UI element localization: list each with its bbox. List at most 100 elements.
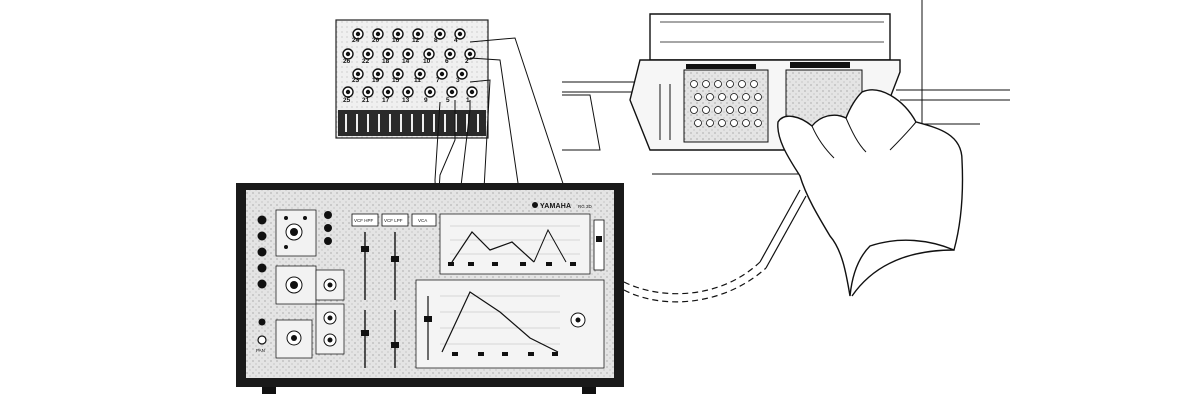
jack-socket-hole: [355, 71, 361, 77]
jack-label: 10: [423, 58, 431, 65]
envelope-panel-lower: [415, 279, 605, 369]
jack-label: 3: [456, 77, 460, 84]
jack-socket-hole: [345, 51, 351, 57]
jack-socket-hole: [405, 89, 411, 95]
cartridge-hole: [730, 93, 738, 101]
jack-label: 7: [436, 77, 440, 84]
pan-knob: [257, 335, 267, 345]
vcf-hpf-label: VCF HPF: [354, 218, 374, 223]
jack-label: 11: [414, 77, 421, 84]
jack-socket-hole: [439, 71, 445, 77]
jack-label: 12: [412, 37, 420, 44]
vcf-lpf-label: VCF LPF: [384, 218, 403, 223]
jack-row-1: [352, 28, 466, 40]
jack-socket-hole: [385, 51, 391, 57]
jack-label: 20: [372, 37, 380, 44]
unit-foot-left: [262, 384, 276, 394]
envelope-panel-upper: [439, 213, 605, 275]
cartridge-hole: [702, 106, 710, 114]
jack-socket-hole: [375, 71, 381, 77]
jack-socket-hole: [459, 71, 465, 77]
cartridge-hole: [750, 106, 758, 114]
jack-label: 19: [372, 77, 380, 84]
jack-socket-hole: [437, 31, 443, 37]
jack-socket-hole: [469, 89, 475, 95]
jack-label: 25: [343, 97, 351, 104]
brand-logo: YAMAHA RG 3D: [532, 202, 593, 210]
jack-label: 17: [382, 97, 390, 104]
jack-label: 23: [352, 77, 360, 84]
cartridge-hole: [690, 106, 698, 114]
jack-label: 18: [382, 58, 390, 65]
jack-label: 21: [362, 97, 370, 104]
cartridge-hole: [750, 80, 758, 88]
cartridge-hole: [694, 119, 702, 127]
jack-socket-hole: [415, 31, 421, 37]
jack-socket-hole: [365, 51, 371, 57]
jack-socket-hole: [395, 31, 401, 37]
jack-row-2: [342, 48, 476, 60]
jack-socket-hole: [345, 89, 351, 95]
jack-row-3: [352, 68, 468, 80]
cartridge-hole: [714, 106, 722, 114]
svg-text:RG 3D: RG 3D: [578, 204, 593, 209]
cartridge-hole: [706, 119, 714, 127]
jack-label: 14: [402, 58, 410, 65]
jack-socket-hole: [426, 51, 432, 57]
cartridge-hole: [718, 93, 726, 101]
jack-row-4: [342, 86, 478, 98]
jack-label: 24: [352, 37, 360, 44]
jack-label: 16: [392, 37, 400, 44]
jack-socket-hole: [417, 71, 423, 77]
jack-label: 8: [434, 37, 438, 44]
jack-label: 2: [465, 58, 469, 65]
jack-socket-hole: [467, 51, 473, 57]
jack-label: 4: [454, 37, 458, 44]
cartridge-hole: [754, 93, 762, 101]
jack-label: 26: [343, 58, 351, 65]
jack-socket-hole: [457, 31, 463, 37]
jack-socket-hole: [365, 89, 371, 95]
knob-column: [315, 211, 345, 355]
modulation-block-upper: [275, 209, 317, 257]
cartridge-hole: [754, 119, 762, 127]
cartridge-hole: [714, 80, 722, 88]
jack-socket-hole: [385, 89, 391, 95]
connection-cable: [623, 189, 807, 303]
jack-label: 13: [402, 97, 410, 104]
cartridge-hole: [742, 93, 750, 101]
jack-socket-hole: [447, 51, 453, 57]
cartridge-hole: [706, 93, 714, 101]
cartridge-hole: [738, 106, 746, 114]
jack-label: 22: [362, 58, 370, 65]
vca-label: VCA: [418, 218, 427, 223]
slot-housing: [649, 13, 891, 61]
modulation-block-lower: [275, 265, 317, 305]
cartridge-hole: [726, 80, 734, 88]
jack-socket-hole: [449, 89, 455, 95]
synth-unit: YAMAHA RG 3D PAN: [236, 183, 624, 394]
cartridge-hole: [730, 119, 738, 127]
jack-label: 15: [392, 77, 400, 84]
cartridge-hole: [694, 93, 702, 101]
jack-label: 9: [424, 97, 428, 104]
jack-label: 1: [466, 97, 470, 104]
jack-label: 6: [445, 58, 449, 65]
modulation-block-bottom: [275, 319, 313, 359]
input-jacks: [257, 215, 267, 326]
filter-modules: VCF HPF VCF LPF VCA: [351, 213, 437, 368]
jack-socket-hole: [395, 71, 401, 77]
pan-label: PAN: [256, 348, 265, 353]
jack-socket-hole: [405, 51, 411, 57]
jack-socket-hole: [355, 31, 361, 37]
cartridge-hole: [702, 80, 710, 88]
cartridge-hole: [742, 119, 750, 127]
jack-socket-hole: [427, 89, 433, 95]
connector-board: 24 20 16 12 8 4 26 22 18 14 10 6 2 23 19…: [335, 19, 489, 139]
module-sliders: [364, 232, 396, 368]
cartridge-hole: [690, 80, 698, 88]
jack-label: 5: [446, 97, 450, 104]
unit-foot-right: [582, 384, 596, 394]
svg-text:YAMAHA: YAMAHA: [540, 203, 571, 210]
